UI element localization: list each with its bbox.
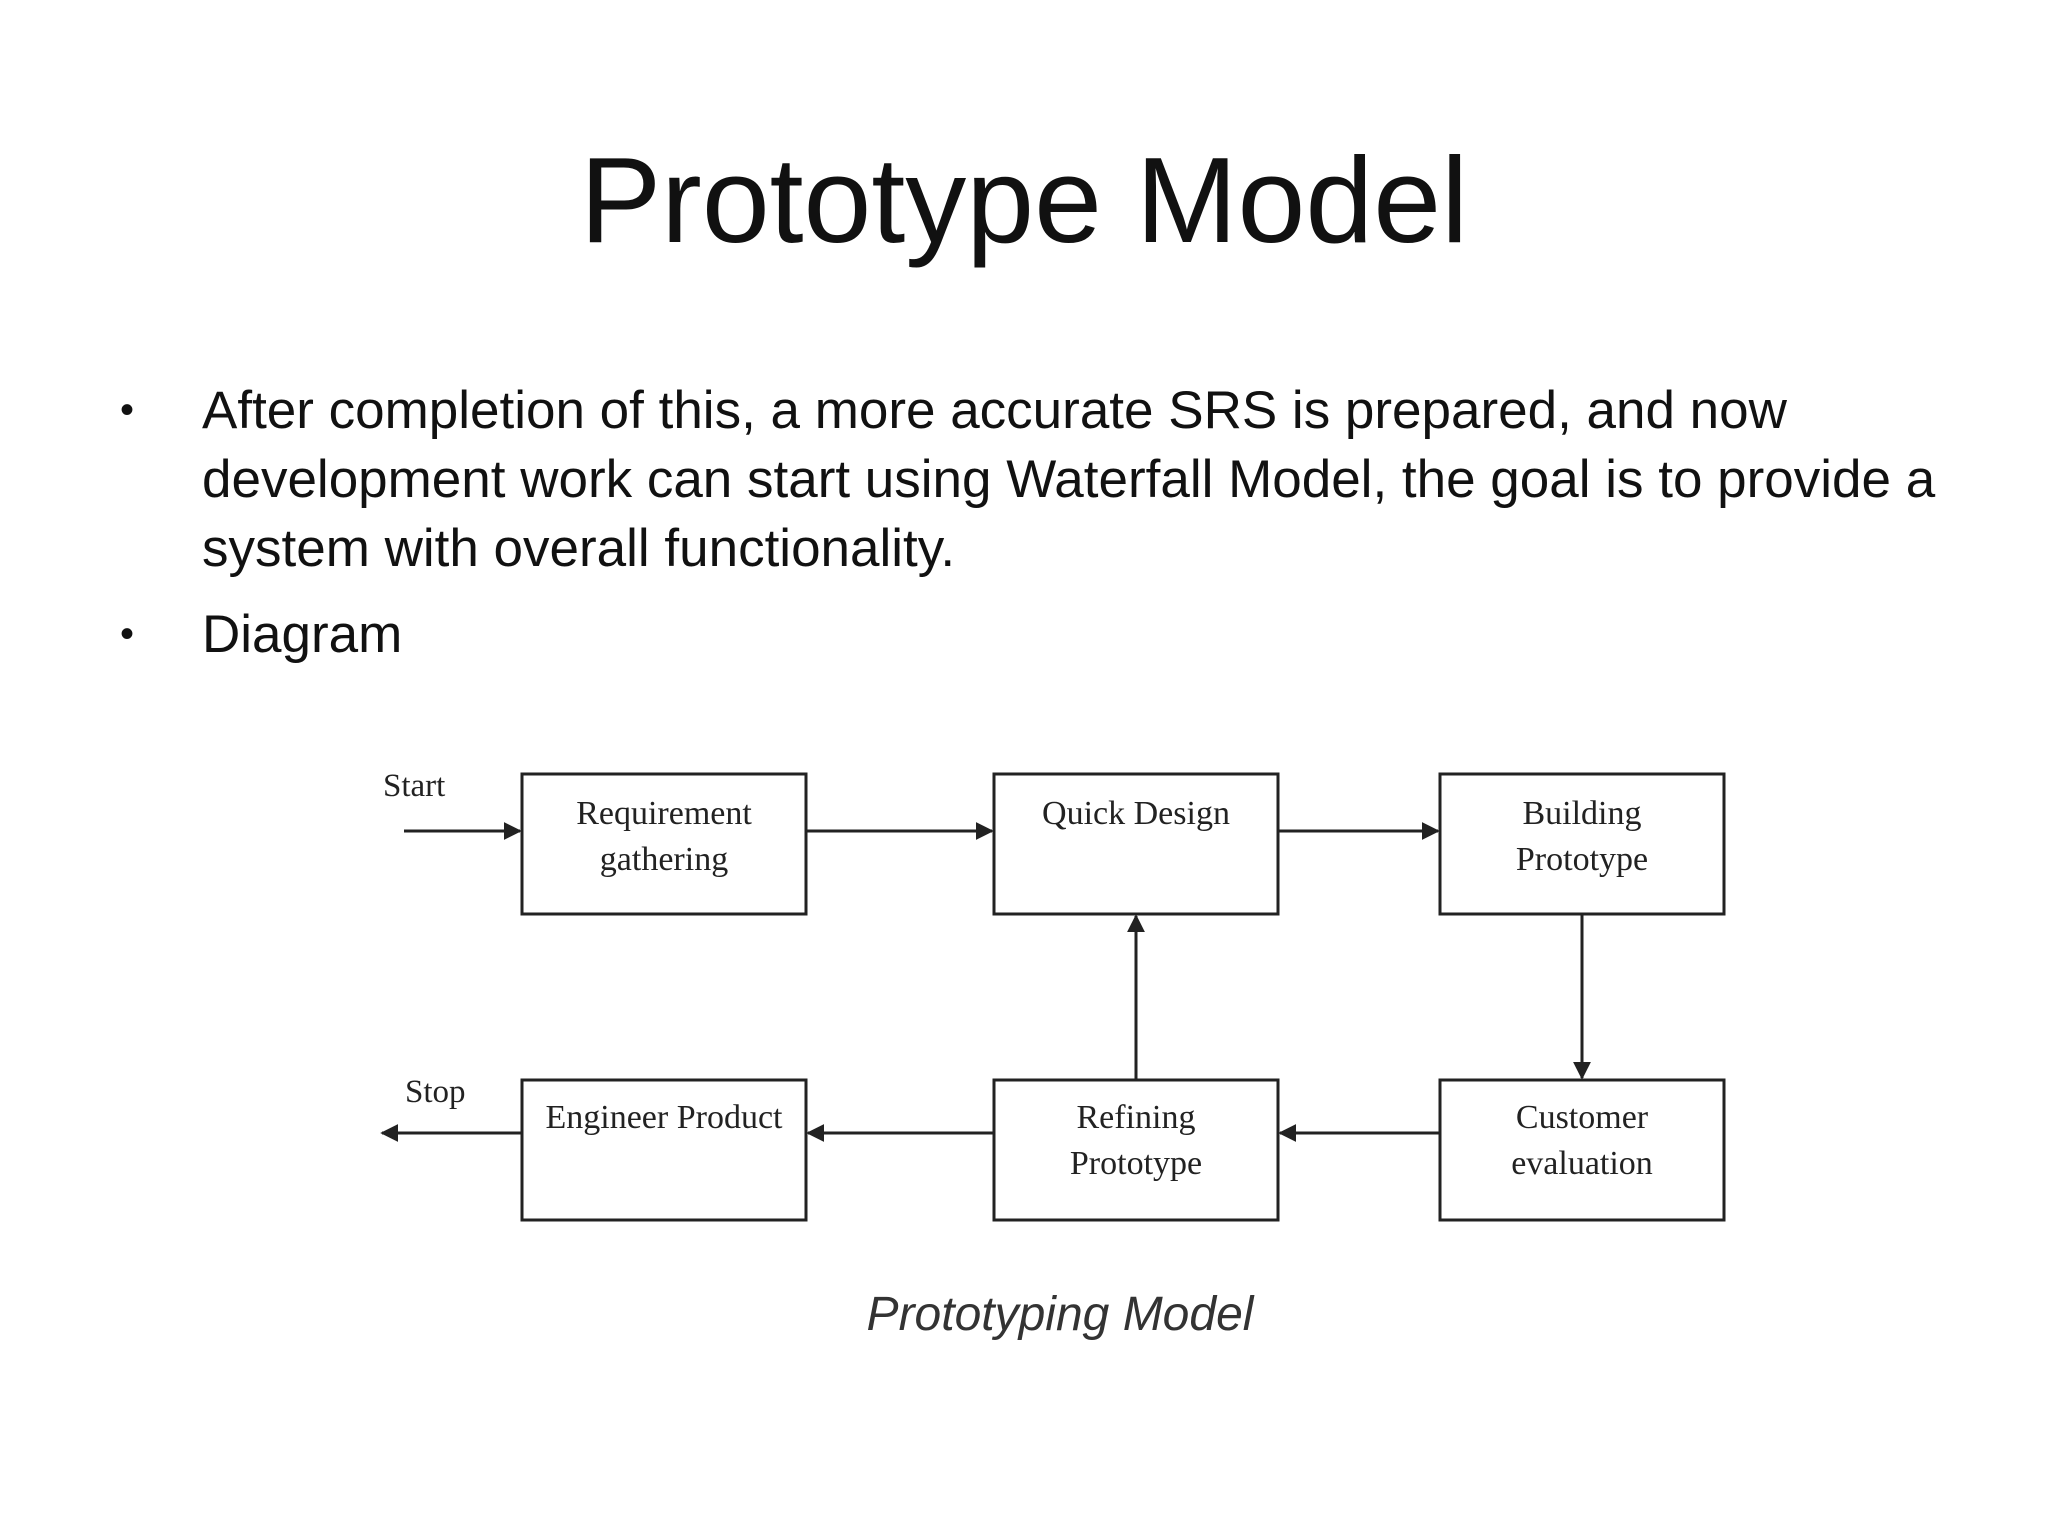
bullet-text: After completion of this, a more accurat… xyxy=(202,381,1936,578)
requirement-gathering-label-line1: Requirement xyxy=(576,795,752,832)
building-prototype-label-line2: Prototype xyxy=(1516,841,1648,878)
building-prototype-box xyxy=(1438,772,1726,916)
refining-prototype-label-line2: Prototype xyxy=(1070,1145,1202,1182)
engineer-product-box xyxy=(520,1078,808,1222)
bullet-item: • Diagram xyxy=(120,600,1950,669)
stop-label: Stop xyxy=(405,1074,466,1110)
diagram-caption: Prototyping Model xyxy=(867,1288,1255,1341)
bullet-text: Diagram xyxy=(202,605,403,664)
quick-design-box xyxy=(992,772,1280,916)
customer-evaluation-label-line1: Customer xyxy=(1516,1099,1649,1136)
bullet-icon: • xyxy=(120,612,135,656)
customer-evaluation-label-line2: evaluation xyxy=(1511,1145,1653,1182)
quick-design-label: Quick Design xyxy=(1042,795,1230,832)
bullet-list: • After completion of this, a more accur… xyxy=(120,376,1950,686)
engineer-product-label: Engineer Product xyxy=(546,1099,784,1136)
refining-prototype-label-line1: Refining xyxy=(1077,1099,1196,1136)
customer-evaluation-box xyxy=(1438,1078,1726,1222)
slide-title: Prototype Model xyxy=(579,132,1469,268)
start-label: Start xyxy=(383,768,445,804)
requirement-gathering-box xyxy=(520,772,808,916)
building-prototype-label-line1: Building xyxy=(1522,795,1641,832)
refining-prototype-box xyxy=(992,1078,1280,1222)
bullet-item: • After completion of this, a more accur… xyxy=(120,376,1950,583)
requirement-gathering-label-line2: gathering xyxy=(600,841,728,878)
bullet-icon: • xyxy=(120,388,135,432)
